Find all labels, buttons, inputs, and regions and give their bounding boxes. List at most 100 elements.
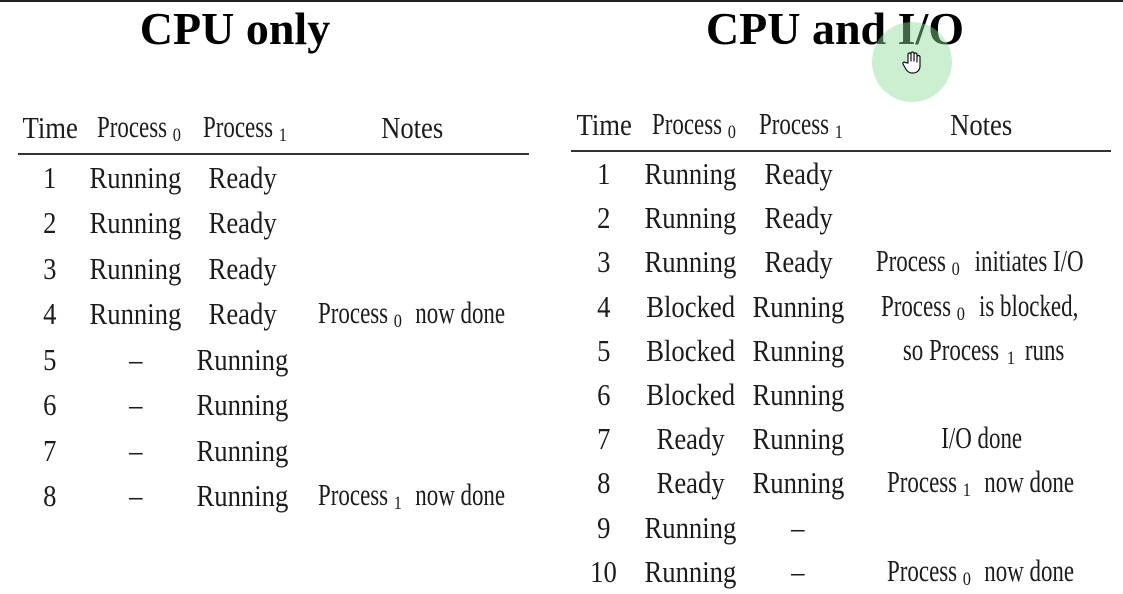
col-time: Time bbox=[571, 100, 637, 152]
time-cell: 4 bbox=[43, 296, 57, 332]
process1-state-cell: Ready bbox=[208, 159, 277, 195]
process1-state-cell: Running bbox=[196, 341, 289, 377]
notes-cell bbox=[852, 196, 1111, 240]
process1-state-cell: Ready bbox=[208, 250, 277, 286]
cursor-highlight bbox=[872, 22, 952, 102]
table-row: 1 Running Ready bbox=[18, 154, 529, 201]
process1-state-cell: Running bbox=[196, 432, 289, 468]
time-cell: 2 bbox=[597, 200, 611, 236]
process1-state-cell: Ready bbox=[208, 296, 277, 332]
time-cell: 3 bbox=[597, 244, 611, 280]
process0-state-cell: – bbox=[129, 387, 143, 423]
time-cell: 1 bbox=[597, 156, 611, 192]
time-cell: 2 bbox=[43, 205, 57, 241]
time-cell: 6 bbox=[43, 387, 57, 423]
col-time: Time bbox=[18, 103, 83, 155]
process1-state-cell: Running bbox=[752, 421, 845, 457]
notes-cell bbox=[852, 506, 1111, 550]
table-row: 7 Ready Running I/O done bbox=[571, 417, 1111, 461]
time-cell: 9 bbox=[597, 509, 611, 545]
notes-cell bbox=[296, 383, 529, 429]
notes-cell bbox=[296, 201, 529, 247]
process0-state-cell: Running bbox=[89, 296, 182, 332]
table-row: 5 – Running bbox=[18, 337, 529, 383]
time-cell: 3 bbox=[43, 250, 57, 286]
time-cell: 7 bbox=[597, 421, 611, 457]
table-row: 6 Blocked Running bbox=[571, 373, 1111, 417]
time-cell: 4 bbox=[597, 288, 611, 324]
process1-state-cell: Ready bbox=[764, 244, 833, 280]
process1-state-cell: Running bbox=[196, 387, 289, 423]
time-cell: 6 bbox=[597, 377, 611, 413]
process0-state-cell: Running bbox=[644, 553, 737, 589]
time-cell: 7 bbox=[43, 432, 57, 468]
process1-state-cell: Running bbox=[752, 288, 845, 324]
time-cell: 8 bbox=[597, 465, 611, 501]
time-cell: 8 bbox=[43, 478, 57, 514]
process0-state-cell: Running bbox=[644, 244, 737, 280]
process1-state-cell: Running bbox=[752, 332, 845, 368]
title-cpu-only: CPU only bbox=[139, 3, 331, 54]
hand-pointer-icon bbox=[902, 51, 921, 74]
process1-state-cell: – bbox=[791, 509, 805, 545]
time-cell: 10 bbox=[590, 553, 618, 589]
process0-state-cell: Blocked bbox=[646, 332, 736, 368]
title-cpu-and-io: CPU and I/O bbox=[705, 3, 965, 54]
notes-cell bbox=[852, 151, 1111, 196]
table-row: 9 Running – bbox=[571, 506, 1111, 550]
notes-cell bbox=[852, 373, 1111, 417]
top-rule bbox=[0, 0, 1123, 2]
process1-state-cell: Running bbox=[752, 465, 845, 501]
time-cell: 5 bbox=[597, 332, 611, 368]
notes-cell: I/O done bbox=[940, 420, 1022, 456]
process0-state-cell: Blocked bbox=[646, 377, 736, 413]
process0-state-cell: Running bbox=[89, 205, 182, 241]
notes-cell bbox=[296, 246, 529, 292]
process0-state-cell: Blocked bbox=[646, 288, 736, 324]
process1-state-cell: Ready bbox=[764, 200, 833, 236]
table-row: 6 – Running bbox=[18, 383, 529, 429]
notes-cell bbox=[296, 337, 529, 383]
process0-state-cell: Running bbox=[89, 159, 182, 195]
process1-state-cell: Running bbox=[752, 377, 845, 413]
process1-state-cell: Ready bbox=[764, 156, 833, 192]
col-notes: Notes bbox=[851, 100, 1111, 152]
process1-state-cell: – bbox=[791, 553, 805, 589]
process0-state-cell: – bbox=[129, 432, 143, 468]
process0-state-cell: Running bbox=[644, 200, 737, 236]
process0-state-cell: – bbox=[129, 341, 143, 377]
process0-state-cell: Running bbox=[644, 509, 737, 545]
notes-cell bbox=[296, 428, 529, 474]
notes-cell bbox=[296, 154, 529, 201]
process1-state-cell: Running bbox=[196, 478, 289, 514]
process0-state-cell: Running bbox=[89, 250, 182, 286]
process0-state-cell: Ready bbox=[656, 421, 725, 457]
time-cell: 5 bbox=[43, 341, 57, 377]
time-cell: 1 bbox=[43, 159, 57, 195]
